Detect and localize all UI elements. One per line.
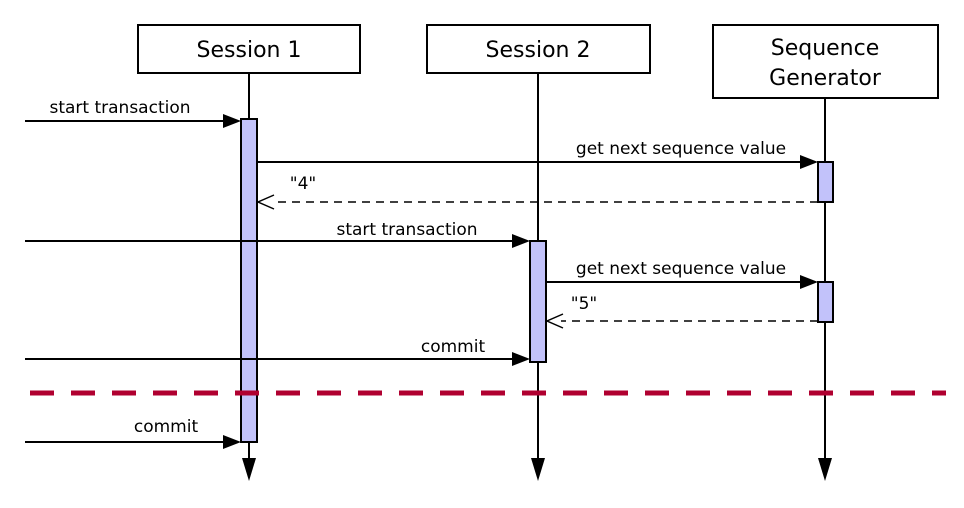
arrowhead-right-icon: [512, 352, 530, 366]
arrowhead-open-left-icon: [256, 194, 275, 210]
actor-label-sequence-generator-line2: Generator: [769, 66, 882, 91]
message-return-4: "4": [256, 174, 818, 210]
activation-bar-sequence-generator-1: [817, 161, 834, 203]
message-label: start transaction: [49, 98, 190, 118]
message-label: "5": [571, 294, 597, 314]
message-label: start transaction: [336, 220, 477, 240]
message-get-next-sequence-value-1: get next sequence value: [257, 139, 818, 169]
activation-bar-sequence-generator-2: [817, 281, 834, 323]
actor-box-session2: [426, 24, 651, 74]
lifeline-end-arrow-icon: [531, 458, 545, 481]
arrowhead-open-left-icon: [545, 313, 564, 329]
actor-box-sequence-generator: [712, 24, 939, 99]
actor-label-session1: Session 1: [197, 38, 302, 63]
actor-sequence-generator: Sequence Generator: [712, 24, 939, 99]
arrowhead-right-icon: [223, 114, 241, 128]
actor-box-session1: [137, 24, 361, 74]
arrowhead-right-icon: [800, 155, 818, 169]
lifeline-end-arrow-icon: [818, 458, 832, 481]
actor-session2: Session 2: [426, 24, 651, 74]
lifeline-end-arrow-icon: [242, 458, 256, 481]
arrowhead-right-icon: [512, 234, 530, 248]
message-start-transaction-1: start transaction: [25, 98, 241, 128]
message-label: commit: [421, 337, 486, 357]
actor-label-session2: Session 2: [486, 38, 591, 63]
message-label: get next sequence value: [576, 139, 786, 159]
message-label: commit: [134, 417, 199, 437]
message-start-transaction-2: start transaction: [25, 220, 530, 248]
arrowhead-right-icon: [800, 275, 818, 289]
activation-bar-session2: [529, 240, 547, 363]
actor-label-sequence-generator-line1: Sequence: [771, 36, 880, 61]
lifeline-session1: [242, 73, 256, 481]
actor-session1: Session 1: [137, 24, 361, 74]
activation-bar-session1: [240, 118, 258, 443]
message-commit-session1: commit: [25, 417, 241, 449]
message-commit-session2: commit: [25, 337, 530, 366]
message-return-5: "5": [545, 294, 818, 329]
message-label: get next sequence value: [576, 259, 786, 279]
message-label: "4": [290, 174, 316, 194]
arrowhead-right-icon: [223, 435, 241, 449]
message-get-next-sequence-value-2: get next sequence value: [546, 259, 818, 289]
lifeline-session2: [531, 73, 545, 481]
